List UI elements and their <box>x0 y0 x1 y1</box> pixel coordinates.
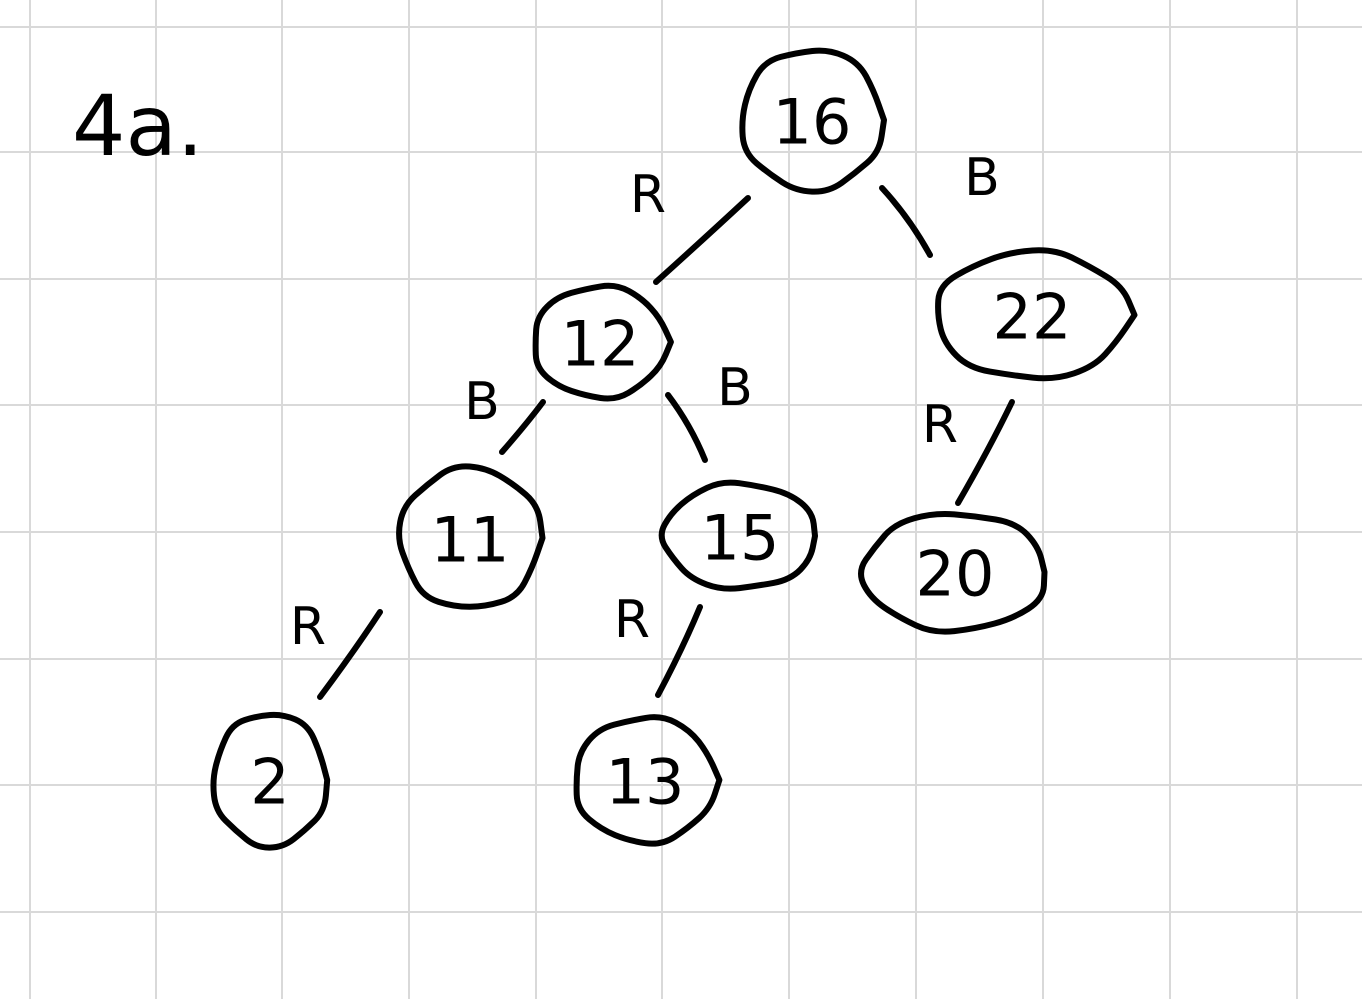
node-circle <box>396 463 546 610</box>
tree-node-22: 22 <box>935 247 1138 382</box>
edge-color-label: R <box>290 597 326 657</box>
edges-layer: R B B B R R R <box>290 148 1015 700</box>
node-value: 11 <box>431 504 510 577</box>
node-value: 15 <box>701 502 780 575</box>
node-circle <box>658 479 818 592</box>
edge-line <box>879 185 933 258</box>
node-circle <box>739 47 887 195</box>
edge-line <box>317 609 383 700</box>
tree-node-13: 13 <box>573 714 723 847</box>
node-value: 22 <box>993 281 1072 354</box>
tree-node-16: 16 <box>739 47 887 195</box>
edge-color-label: R <box>922 395 958 455</box>
edge-line <box>653 195 751 285</box>
edge-n16-n22: B <box>879 148 1000 258</box>
tree-node-20: 20 <box>858 511 1048 635</box>
edge-color-label: R <box>630 165 666 225</box>
edge-line <box>499 399 546 455</box>
tree-node-2: 2 <box>210 711 331 851</box>
node-value: 20 <box>916 538 995 611</box>
node-circle <box>532 282 674 402</box>
edge-line <box>955 399 1015 506</box>
edge-color-label: R <box>614 590 650 650</box>
tree-node-12: 12 <box>532 282 674 402</box>
node-circle <box>935 247 1138 382</box>
node-value: 16 <box>773 86 852 159</box>
node-circle <box>210 711 331 851</box>
edge-line <box>665 392 708 463</box>
nodes-layer: 16 12 22 11 15 20 2 13 <box>210 47 1138 851</box>
node-circle <box>858 511 1048 635</box>
edge-color-label: B <box>964 148 1000 208</box>
edge-n12-n11: B <box>464 372 546 455</box>
tree-node-15: 15 <box>658 479 818 592</box>
node-value: 12 <box>561 308 640 381</box>
edge-n16-n12: R <box>630 165 751 285</box>
edge-color-label: B <box>464 372 500 432</box>
edge-n15-n13: R <box>614 590 703 698</box>
edge-n11-n2: R <box>290 597 383 700</box>
edge-n22-n20: R <box>922 395 1015 506</box>
edge-n12-n15: B <box>665 358 753 463</box>
node-circle <box>573 714 723 847</box>
node-value: 13 <box>606 746 685 819</box>
edge-line <box>655 604 703 698</box>
edge-color-label: B <box>717 358 753 418</box>
tree-node-11: 11 <box>396 463 546 610</box>
node-value: 2 <box>250 746 289 819</box>
problem-title: 4a. <box>72 77 204 175</box>
